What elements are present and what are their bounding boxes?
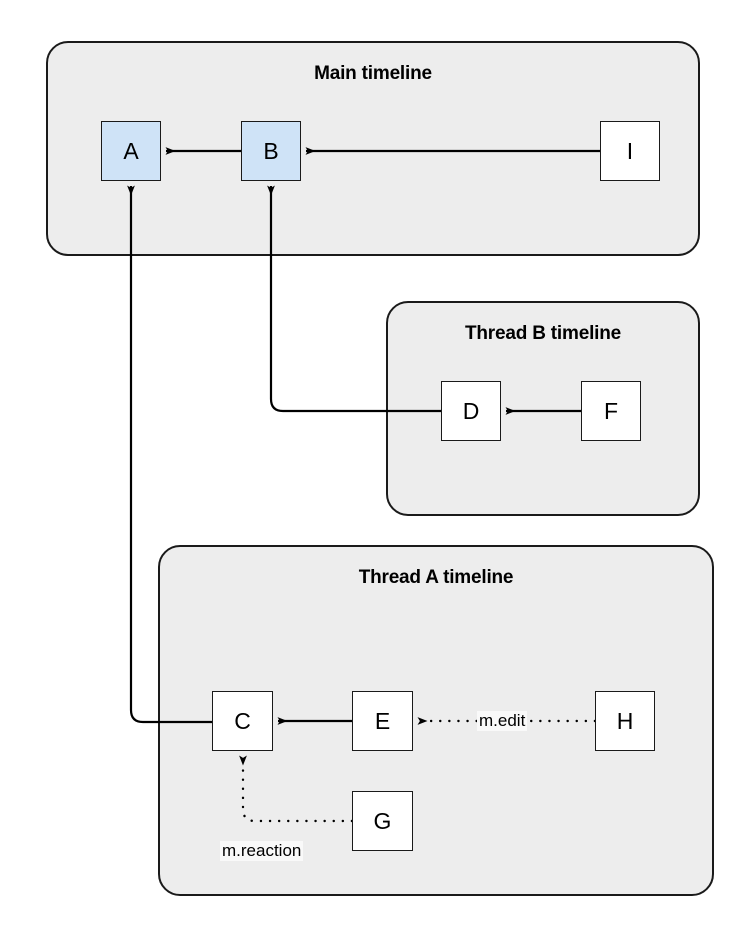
edge-C-A	[127, 185, 212, 724]
event-node-g[interactable]: G	[352, 791, 413, 851]
event-node-h[interactable]: H	[595, 691, 655, 751]
container-title-main: Main timeline	[314, 63, 432, 84]
event-node-c[interactable]: C	[212, 691, 273, 751]
event-node-d[interactable]: D	[441, 381, 501, 441]
container-title-thread_b: Thread B timeline	[464, 323, 622, 344]
container-thread_b: Thread B timeline	[386, 301, 700, 516]
event-node-a[interactable]: A	[101, 121, 161, 181]
edge-label-H-E: m.edit	[477, 711, 528, 731]
edge-D-B	[267, 185, 441, 413]
container-title-thread_a: Thread A timeline	[358, 567, 514, 588]
event-node-e[interactable]: E	[352, 691, 413, 751]
event-node-i[interactable]: I	[600, 121, 660, 181]
event-node-f[interactable]: F	[581, 381, 641, 441]
edge-label-G-C: m.reaction	[220, 841, 304, 861]
edge-G-C	[239, 754, 354, 823]
event-node-b[interactable]: B	[241, 121, 301, 181]
